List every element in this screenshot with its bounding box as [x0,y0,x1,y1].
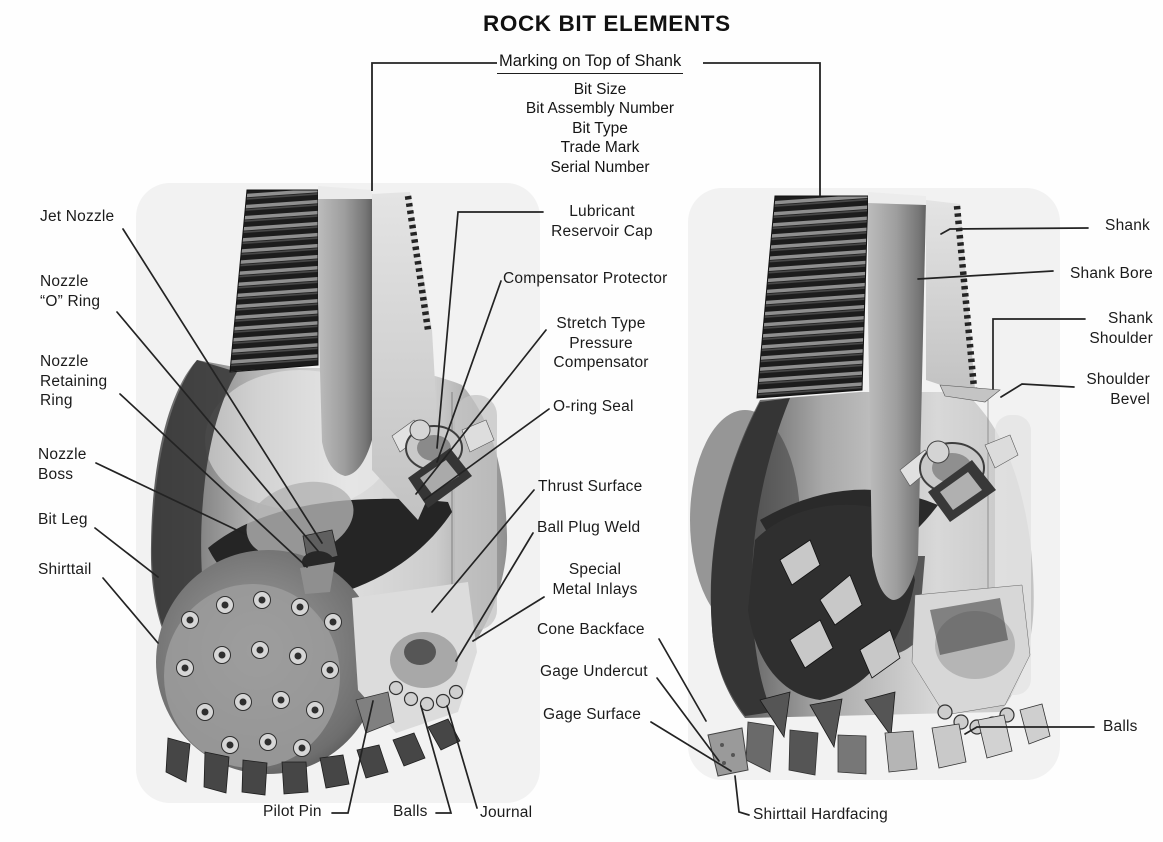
left-bit-cone [156,550,380,774]
label-balls-left: Balls [393,803,428,820]
right-bit-gage-teeth [745,703,1051,776]
leader-jet-nozzle [122,228,323,544]
leader-nozzle-o-ring [116,311,319,552]
leader-compensator-protector [436,280,502,463]
leader-o-ring-seal [423,408,550,501]
label-ball-plug-weld: Ball Plug Weld [537,519,641,536]
marking-item: Bit Size [573,81,627,98]
leader-gage-surface [650,721,732,772]
label-pilot-pin: Pilot Pin [263,803,322,820]
label-shank-shoulder: Shank Shoulder [1089,310,1153,347]
right-bit-compensator [899,434,1019,522]
marking-callout-items: Bit Size Bit Assembly Number Bit Type Tr… [460,80,740,177]
right-bit-illustration [690,192,1051,777]
leader-stretch-compensator [415,329,547,495]
label-shank-bore: Shank Bore [1070,265,1153,282]
label-gage-surface: Gage Surface [543,706,642,723]
callout-bracket [371,62,821,196]
label-shoulder-bevel: Shoulder Bevel [1086,371,1150,408]
label-lubricant-reservoir-cap: Lubricant Reservoir Cap [551,203,653,240]
label-nozzle-boss: Nozzle Boss [38,446,87,483]
marking-item: Bit Assembly Number [525,100,675,118]
bearing-balls [388,680,464,712]
carbide-buttons [176,591,342,757]
leader-shank-shoulder [992,318,1086,390]
leader-nozzle-retaining-ring [119,393,308,568]
leader-shoulder-bevel [1000,383,1075,398]
label-balls-right: Balls [1103,718,1138,735]
leader-lines [94,211,1095,816]
leader-gage-undercut [656,677,720,762]
marking-item: Trade Mark [560,139,640,157]
leader-shirttail-hardfacing [734,775,750,816]
label-shank: Shank [1105,217,1150,234]
leader-balls-right [964,726,1095,735]
left-bit-gage-teeth [165,718,461,796]
label-shirttail: Shirttail [38,561,92,578]
leader-shank-bore [917,270,1054,280]
shoulder-bevel-shape [939,384,1001,403]
leader-special-metal-inlays [472,596,545,642]
label-shirttail-hardfacing: Shirttail Hardfacing [753,806,888,823]
left-bit-compensator [391,419,495,508]
page-title: ROCK BIT ELEMENTS [483,11,731,36]
marking-item: Bit Type [572,119,628,137]
leader-pilot-pin [331,700,374,814]
left-bit-journal-cutaway [352,582,477,734]
leader-ball-plug-weld [455,532,534,662]
label-special-metal-inlays: Special Metal Inlays [552,561,638,598]
label-gage-undercut: Gage Undercut [540,663,648,680]
label-bit-leg: Bit Leg [38,511,88,528]
marking-item: Serial Number [550,158,650,176]
pilot-pin-shape [355,691,395,734]
leader-thrust-surface [431,489,535,613]
left-bit-shank [229,186,440,520]
label-journal: Journal [480,804,533,821]
label-o-ring-seal: O-ring Seal [553,398,634,415]
label-compensator-protector: Compensator Protector [503,270,668,287]
label-stretch-type-pressure-compensator: Stretch Type Pressure Compensator [553,315,649,371]
marking-callout-heading: Marking on Top of Shank [497,52,684,74]
label-thrust-surface: Thrust Surface [538,478,643,495]
label-nozzle-retaining-ring: Nozzle Retaining Ring [40,353,108,409]
right-bit-shank [756,192,1001,600]
leader-shank [940,227,1089,235]
leader-journal [446,705,478,809]
leader-shirttail [102,577,159,644]
leader-nozzle-boss [95,462,246,535]
leader-bit-leg [94,527,159,578]
left-bit-illustration [150,186,508,796]
leader-balls-left [420,705,453,814]
label-cone-backface: Cone Backface [537,621,645,638]
jet-nozzle-assembly [300,529,339,594]
label-jet-nozzle: Jet Nozzle [40,208,115,225]
leader-lubricant-reservoir-cap [436,211,544,449]
leader-cone-backface [658,638,707,722]
label-nozzle-o-ring: Nozzle “O” Ring [40,273,101,310]
